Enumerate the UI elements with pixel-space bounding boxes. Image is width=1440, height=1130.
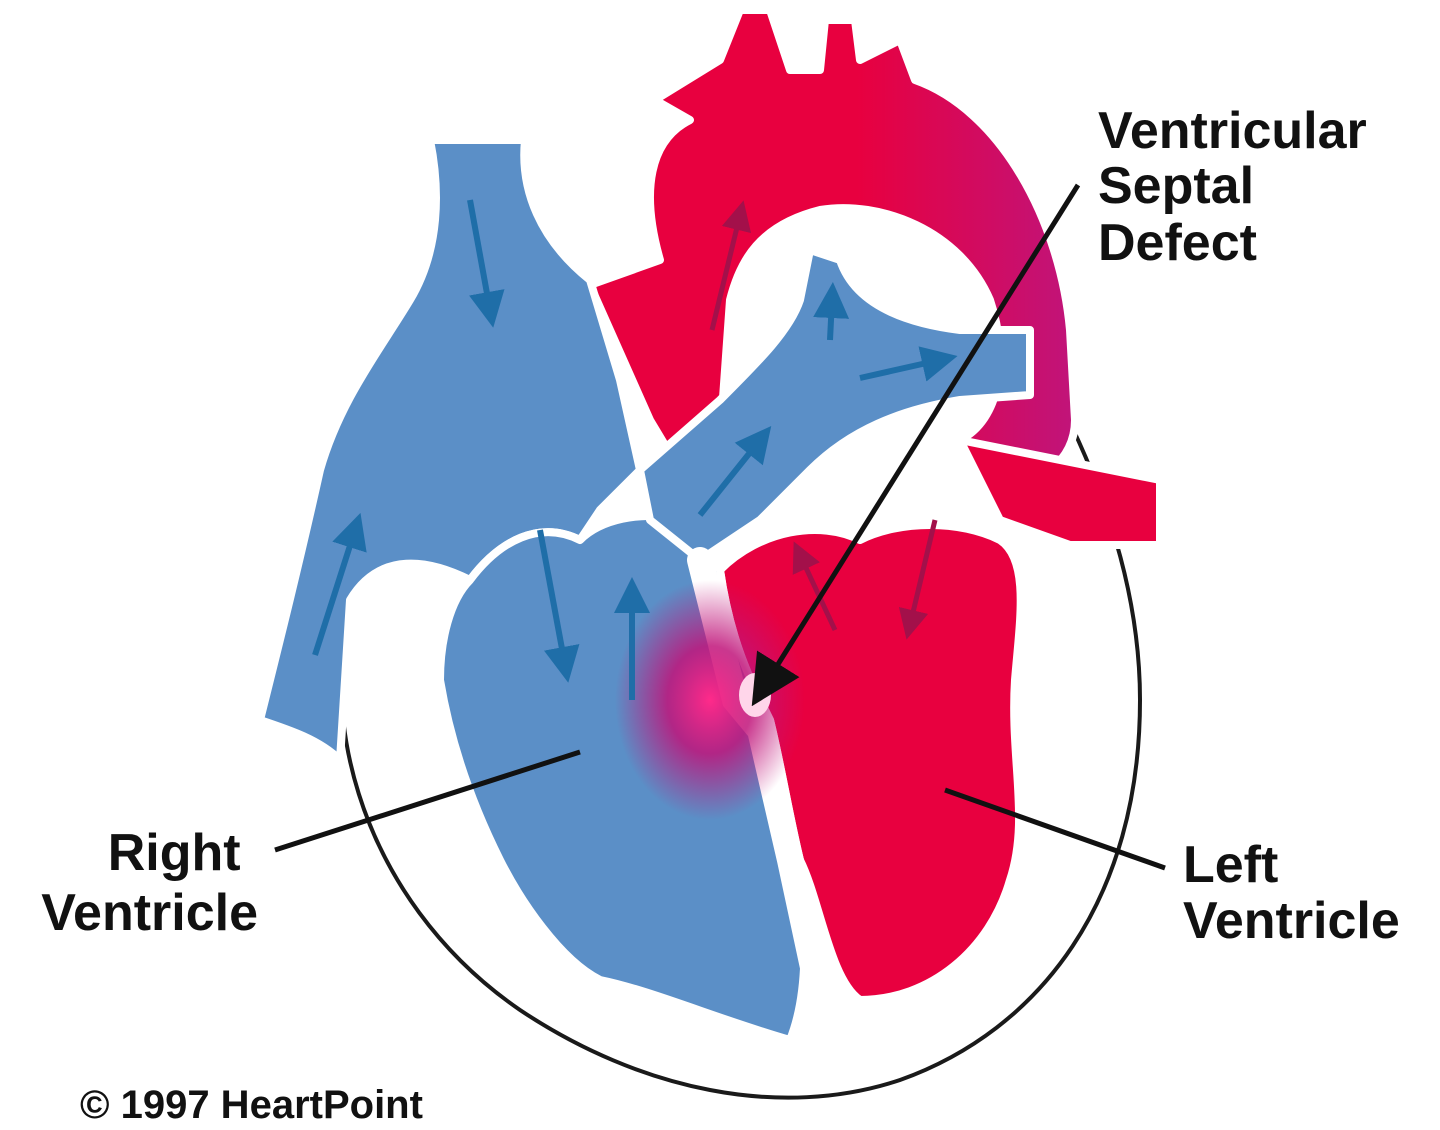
flow-arrow	[537, 529, 580, 683]
vsd-label-line-3: Defect	[1098, 214, 1257, 272]
left-ventricle-leader-line	[944, 787, 1166, 871]
vsd-label-line-2: Septal	[1098, 157, 1254, 215]
pulmonary-vein-right	[956, 436, 1164, 549]
vena-cava	[256, 136, 644, 764]
right-ventricle-label: Right Ventricle	[41, 824, 258, 942]
vsd-leader-line	[751, 183, 1081, 707]
vsd-label-line-1: Ventricular	[1098, 102, 1367, 160]
flow-arrows-red	[709, 200, 938, 640]
flow-arrow	[697, 425, 772, 517]
flow-arrow	[467, 199, 505, 328]
pulmonary-artery	[636, 246, 1034, 564]
left-ventricle-label-line-2: Ventricle	[1183, 892, 1400, 950]
left-ventricle-label: Left Ventricle	[1183, 836, 1400, 950]
right-ventricle-label-line-2: Ventricle	[41, 884, 258, 942]
flow-arrows-blue	[312, 199, 958, 700]
septal-defect-mixing	[615, 580, 805, 820]
flow-arrow	[813, 282, 850, 341]
flow-arrow	[312, 512, 367, 656]
flow-arrow	[792, 541, 838, 632]
flow-arrow	[709, 200, 752, 331]
left-ventricle-label-line-1: Left	[1183, 836, 1278, 894]
flow-arrow	[898, 519, 938, 640]
vsd-label: Ventricular Septal Defect	[1098, 102, 1381, 272]
copyright-notice: © 1997 HeartPoint	[80, 1083, 423, 1127]
right-ventricle-leader-line	[274, 749, 581, 853]
flow-arrow	[859, 346, 958, 382]
right-ventricle-label-line-1: Right	[108, 824, 241, 882]
